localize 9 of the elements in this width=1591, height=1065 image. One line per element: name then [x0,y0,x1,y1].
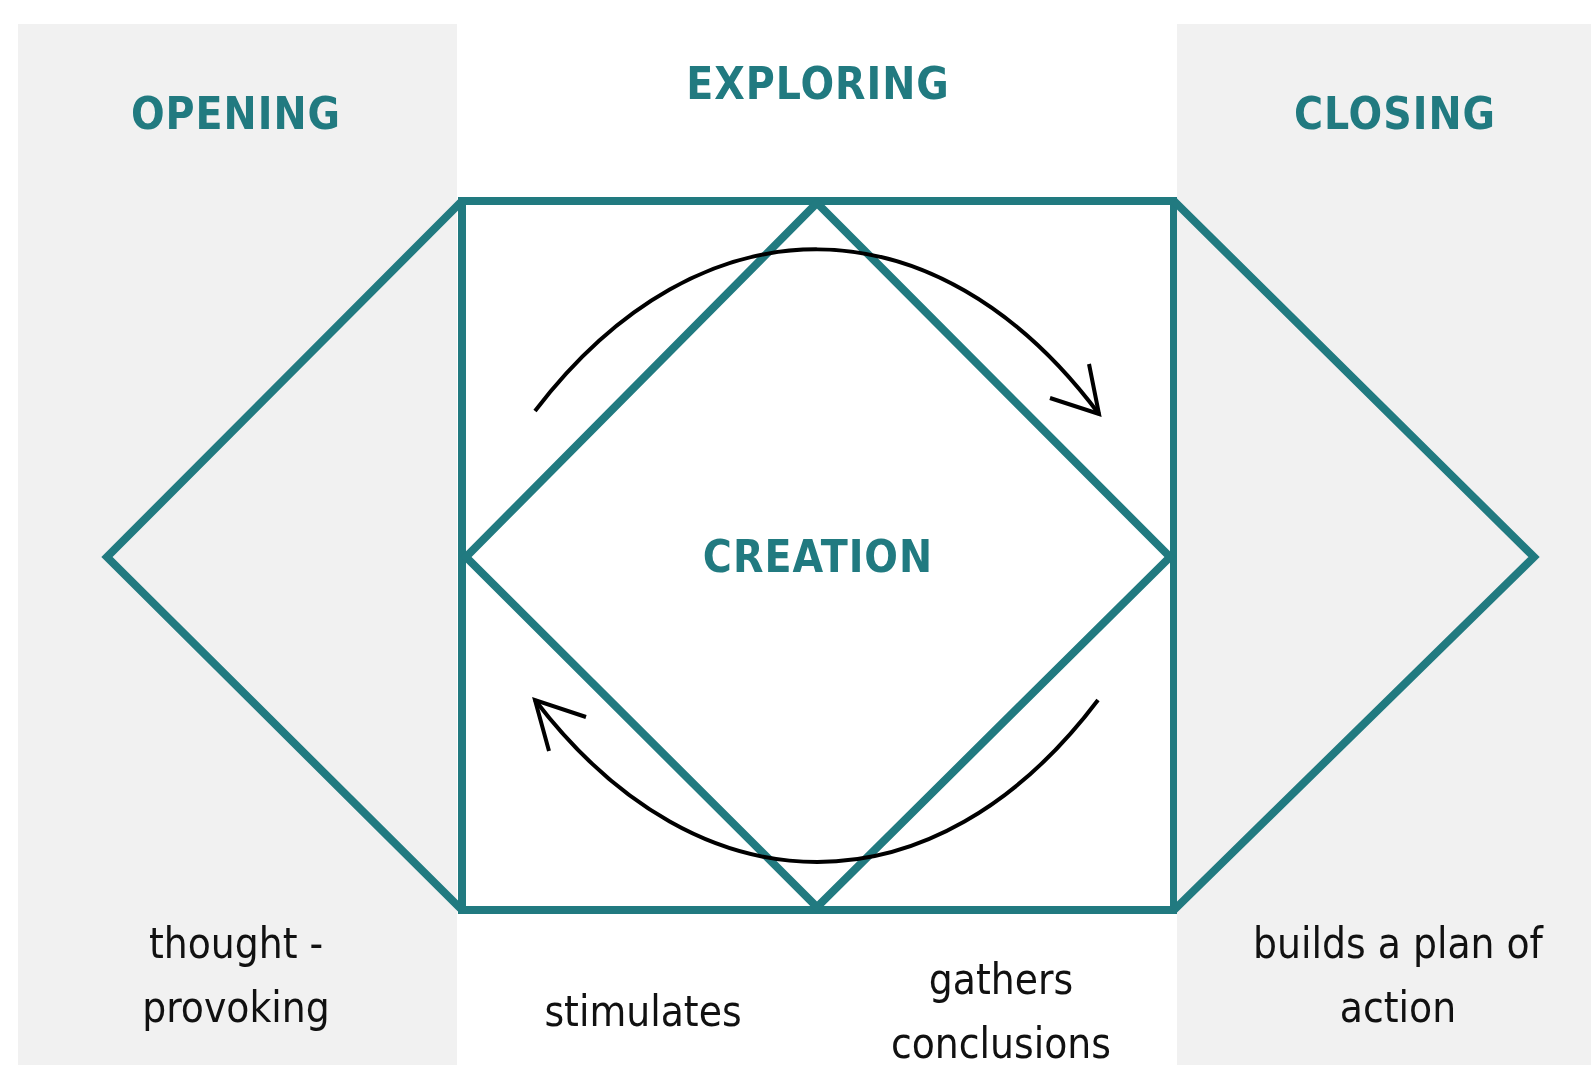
column-heading: OPENING [129,87,343,141]
description-text: stimulates [543,986,743,1038]
center-label: CREATION [701,530,935,584]
column-panel [18,24,457,1065]
column-heading: CLOSING [1292,87,1498,141]
column-description: builds a plan of action [1252,918,1545,1034]
description-text: gathers conclusions [890,954,1112,1065]
column-heading: EXPLORING [685,57,951,111]
column-description: thought -provoking [141,918,331,1034]
